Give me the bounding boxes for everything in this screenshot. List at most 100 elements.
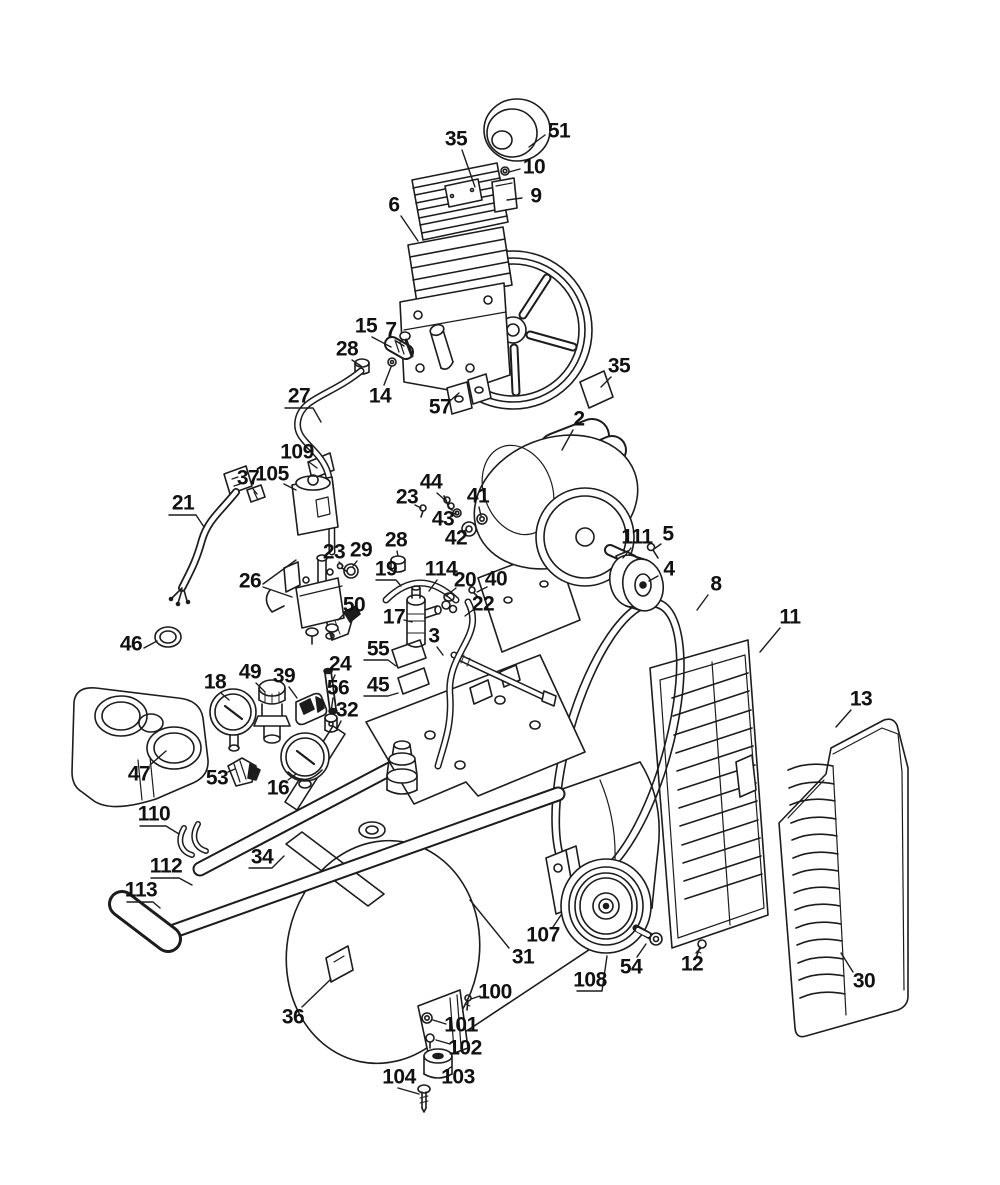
leader-line xyxy=(331,674,336,683)
screw-100 xyxy=(464,994,472,1011)
leader-line xyxy=(436,492,446,501)
callout-108: 108 xyxy=(573,955,608,992)
leader-line xyxy=(287,773,297,781)
part-number-label: 105 xyxy=(255,463,289,486)
ferrule-28b xyxy=(390,555,406,573)
part-number-label: 107 xyxy=(526,924,560,947)
part-number-label: 108 xyxy=(573,969,607,992)
leader-line xyxy=(414,504,422,509)
part-number-label: 57 xyxy=(429,396,451,419)
callout-7: 7 xyxy=(385,319,405,347)
tank-diamond-port xyxy=(325,945,354,983)
callout-57: 57 xyxy=(429,392,460,419)
callout-45: 45 xyxy=(363,674,399,697)
part-number-label: 49 xyxy=(239,661,261,684)
callout-43: 43 xyxy=(432,508,457,531)
part-number-label: 103 xyxy=(441,1066,475,1089)
part-number-label: 112 xyxy=(150,855,182,878)
callout-100: 100 xyxy=(470,981,512,1004)
belt-guard-panel xyxy=(649,639,769,959)
leader-line xyxy=(552,914,562,928)
part-number-label: 102 xyxy=(448,1037,482,1060)
decal-34 xyxy=(285,831,385,907)
ferrule-29 xyxy=(343,563,359,579)
leader-line xyxy=(469,899,510,949)
leader-line xyxy=(451,512,457,516)
leader-line xyxy=(442,1066,452,1074)
tank-feet-parts xyxy=(417,989,472,1113)
part-number-label: 101 xyxy=(444,1014,478,1037)
leader-line xyxy=(363,692,399,697)
callout-114: 114 xyxy=(425,558,459,592)
washer-41 xyxy=(476,513,488,525)
leader-line xyxy=(528,134,546,148)
part-number-label: 12 xyxy=(681,953,703,976)
washer-43 xyxy=(452,508,462,518)
leader-line xyxy=(227,768,236,773)
callout-10: 10 xyxy=(508,156,546,179)
nipple-39 xyxy=(295,692,328,726)
part-number-label: 43 xyxy=(432,508,454,531)
part-number-label: 7 xyxy=(385,319,396,342)
bolt-7 xyxy=(399,331,414,358)
callout-113: 113 xyxy=(125,879,161,909)
leader-line xyxy=(336,720,342,730)
bolt-101 xyxy=(421,1012,433,1024)
leader-line xyxy=(143,640,158,649)
leader-line xyxy=(835,709,852,728)
bracket-9 xyxy=(491,177,518,213)
callout-55: 55 xyxy=(363,638,397,667)
pressure-switch-assembly xyxy=(168,367,365,645)
grommet-42 xyxy=(461,521,477,537)
callout-35: 35 xyxy=(445,128,476,188)
callout-5: 5 xyxy=(653,523,675,550)
callout-20: 20 xyxy=(445,569,477,597)
part-number-label: 36 xyxy=(282,1006,304,1029)
leader-line xyxy=(288,686,298,699)
callout-39: 39 xyxy=(273,665,298,699)
part-number-label: 6 xyxy=(388,194,399,217)
console-and-gauges xyxy=(71,626,338,808)
part-number-label: 46 xyxy=(120,633,142,656)
leader-line xyxy=(508,168,521,173)
leader-line xyxy=(653,543,662,550)
nut-10 xyxy=(500,166,510,176)
leader-line xyxy=(363,659,397,667)
part-number-label: 42 xyxy=(445,527,467,550)
callout-13: 13 xyxy=(835,688,873,728)
callout-15: 15 xyxy=(355,315,392,348)
part-number-label: 28 xyxy=(336,338,359,361)
callout-9: 9 xyxy=(506,185,542,208)
part-number-label: 14 xyxy=(369,385,392,408)
callout-21: 21 xyxy=(168,492,205,528)
pulley xyxy=(608,554,665,612)
leader-line xyxy=(397,1087,420,1095)
part-number-label: 19 xyxy=(375,558,397,581)
part-number-label: 30 xyxy=(853,970,875,993)
part-number-label: 56 xyxy=(327,677,349,700)
part-number-label: 22 xyxy=(472,593,494,616)
part-number-label: 41 xyxy=(467,485,490,508)
part-number-label: 20 xyxy=(454,569,476,592)
leader-line xyxy=(561,429,574,451)
switch-cover-105 xyxy=(291,474,339,536)
part-number-label: 32 xyxy=(336,699,358,722)
callout-36: 36 xyxy=(282,978,332,1029)
callout-107: 107 xyxy=(526,914,562,947)
leader-line xyxy=(395,340,405,347)
part-number-label: 8 xyxy=(710,573,722,596)
drain-valve-17 xyxy=(406,585,442,648)
part-number-label: 2 xyxy=(573,408,584,431)
part-number-label: 35 xyxy=(445,128,468,151)
callout-42: 42 xyxy=(445,527,468,550)
callout-28: 28 xyxy=(336,338,362,367)
pressure-switch-26 xyxy=(265,554,345,645)
leader-line xyxy=(436,646,444,656)
gauge-16 xyxy=(280,732,330,789)
axle-bolt xyxy=(632,924,663,946)
leader-line xyxy=(352,560,358,567)
callout-101: 101 xyxy=(432,1014,479,1037)
callout-102: 102 xyxy=(435,1037,482,1060)
